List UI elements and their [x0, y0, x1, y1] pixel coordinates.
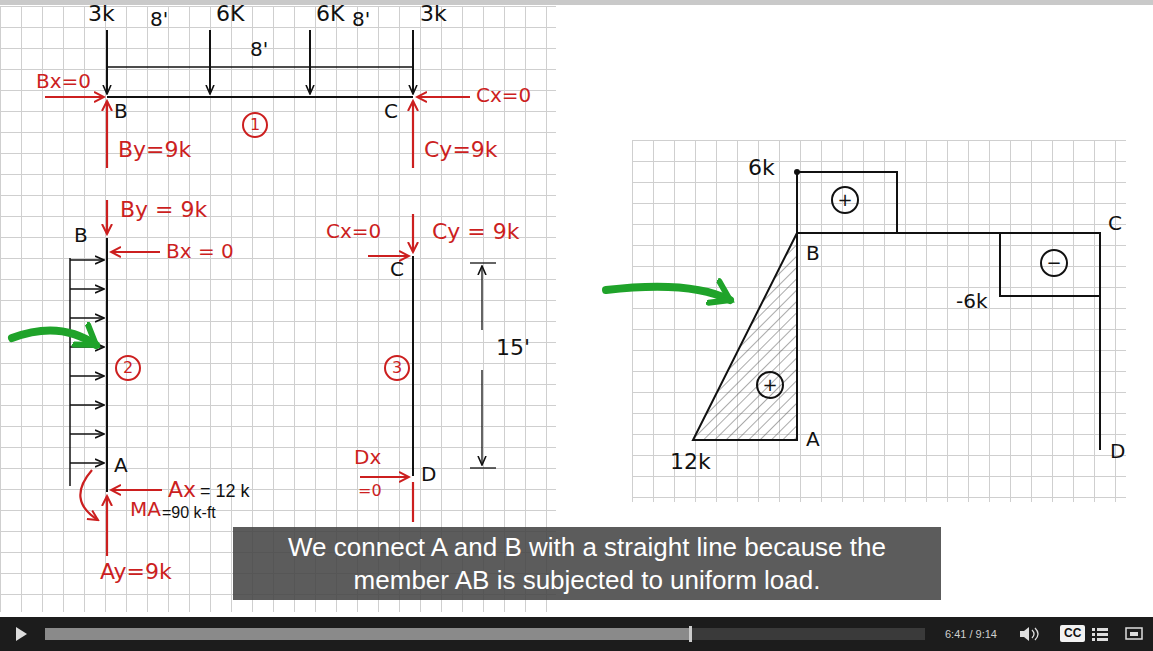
reaction-value: =0: [358, 482, 382, 500]
joint-label: A: [114, 454, 128, 476]
sign-circle: −: [1040, 249, 1068, 277]
shear-value: -6k: [956, 290, 988, 312]
joint-label: B: [74, 224, 88, 246]
grid-paper: [632, 140, 1126, 502]
reaction-label: By=9k: [118, 138, 191, 162]
dimension: 15': [496, 336, 530, 360]
shear-value: 12k: [670, 450, 711, 474]
cc-button: CC: [1060, 625, 1085, 642]
load-value: 6K: [216, 2, 244, 26]
joint-label: B: [806, 242, 820, 264]
sign-symbol: +: [837, 191, 852, 209]
moment-value: =90 k-ft: [162, 504, 216, 522]
joint-label: A: [806, 428, 820, 450]
dimension: 8': [352, 8, 370, 30]
top-strip: [0, 0, 1153, 5]
callout-number: 2: [123, 360, 133, 376]
dimension: 8': [250, 38, 268, 60]
load-value: 3k: [420, 2, 447, 26]
sign-circle: +: [756, 371, 784, 399]
reaction-label: Cy = 9k: [432, 220, 520, 244]
video-time: 6:41 / 9:14: [945, 628, 997, 640]
shear-value: 6k: [748, 156, 775, 180]
joint-label: C: [384, 100, 398, 122]
reaction-label: Ax: [168, 478, 196, 502]
reaction-label: Cy=9k: [424, 138, 498, 162]
reaction-label: Dx: [354, 446, 381, 468]
reaction-value: = 12 k: [200, 482, 250, 502]
joint-label: C: [390, 258, 404, 280]
caption-box: We connect A and B with a straight line …: [233, 527, 941, 600]
reaction-label: Cx=0: [476, 84, 531, 106]
load-value: 6K: [316, 2, 344, 26]
reaction-label: Cx=0: [326, 220, 381, 242]
joint-label: B: [114, 100, 128, 122]
member-number: 1: [242, 112, 268, 138]
sign-circle: +: [831, 186, 859, 214]
subtitle-text: We connect A and B with a straight line …: [288, 532, 886, 595]
joint-label: D: [1110, 440, 1125, 462]
moment-label: MA: [130, 498, 161, 520]
dimension: 8': [150, 8, 168, 30]
joint-label: C: [1108, 212, 1122, 234]
member-number: 2: [115, 355, 141, 381]
reaction-label: By = 9k: [120, 198, 207, 222]
reaction-label: Bx=0: [36, 70, 91, 92]
callout-number: 1: [250, 117, 260, 133]
load-value: 3k: [88, 2, 115, 26]
callout-number: 3: [392, 360, 402, 376]
sign-symbol: −: [1046, 254, 1061, 272]
joint-label: D: [421, 463, 436, 485]
sign-symbol: +: [762, 376, 777, 394]
reaction-label: Ay=9k: [100, 560, 172, 584]
member-number: 3: [384, 355, 410, 381]
reaction-label: Bx = 0: [166, 240, 234, 262]
